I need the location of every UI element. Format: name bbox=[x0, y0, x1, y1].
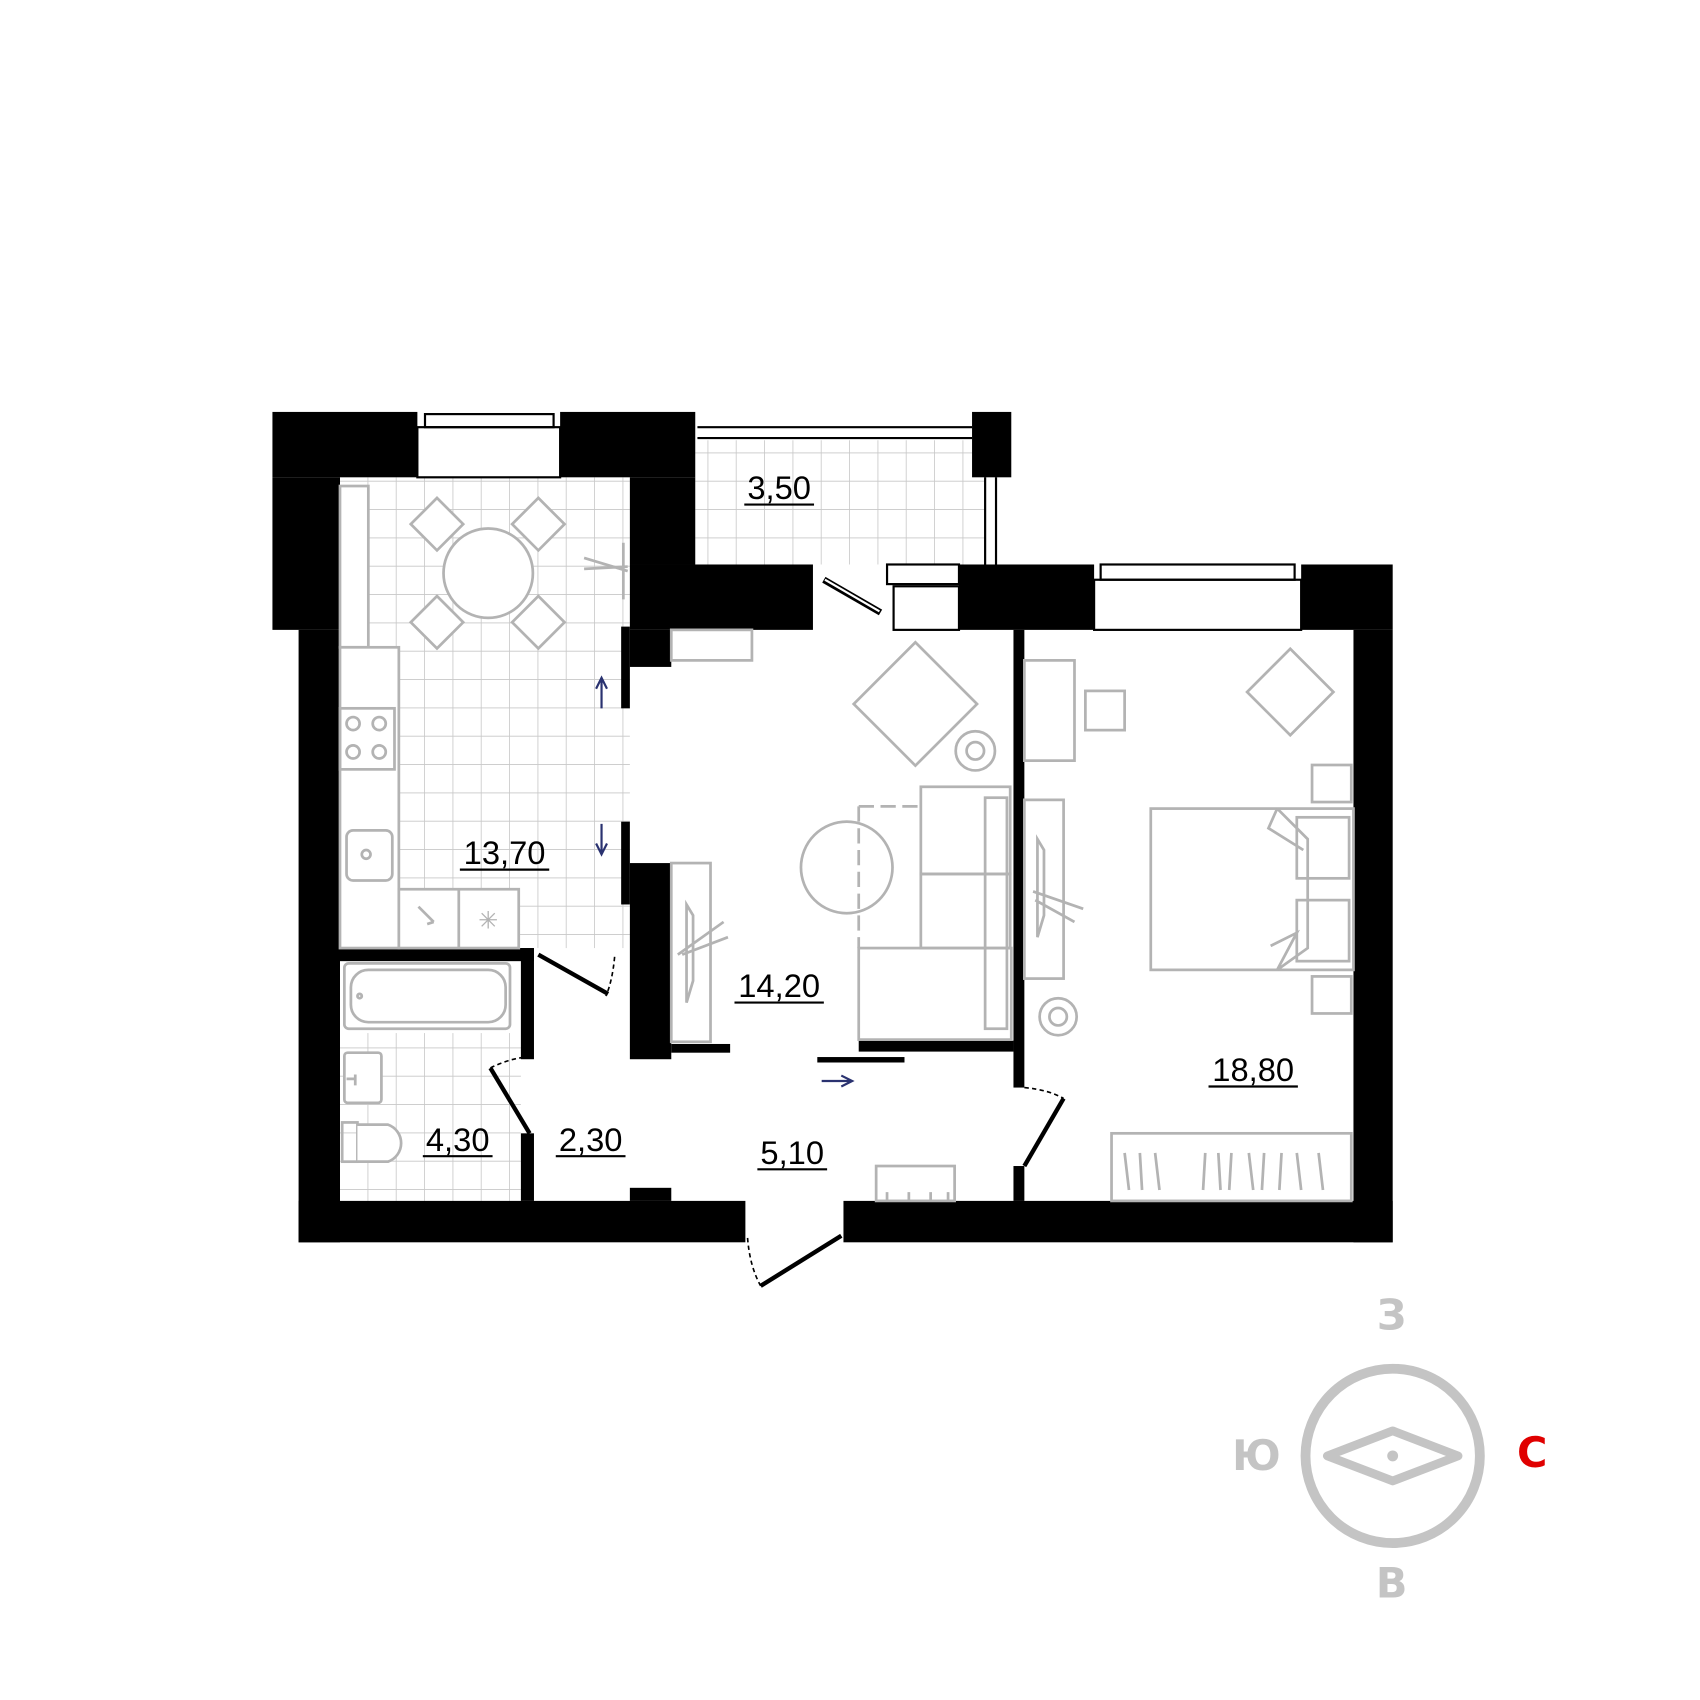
compass-ring bbox=[1300, 1363, 1485, 1548]
balcony-floor bbox=[695, 440, 986, 565]
arrows bbox=[595, 675, 855, 1088]
compass-needle-icon bbox=[1322, 1426, 1463, 1486]
room-area-bathroom: 4,30 bbox=[426, 1121, 490, 1158]
walls bbox=[272, 411, 1393, 1243]
compass-east: В bbox=[1376, 1560, 1408, 1608]
windows bbox=[416, 413, 1303, 631]
room-area-kitchen: 13,70 bbox=[464, 834, 546, 871]
furniture bbox=[338, 484, 1355, 1203]
compass-west: З bbox=[1377, 1291, 1406, 1339]
compass: З Ю С В bbox=[1232, 1291, 1547, 1607]
room-area-bedroom: 18,80 bbox=[1212, 1051, 1294, 1088]
compass-south: Ю bbox=[1232, 1432, 1281, 1480]
room-area-living-room: 14,20 bbox=[738, 967, 820, 1004]
doors bbox=[488, 576, 1066, 1288]
room-area-hallway: 5,10 bbox=[760, 1134, 824, 1171]
room-labels: 3,50 13,70 14,20 18,80 4,30 2,30 5,10 bbox=[422, 469, 1298, 1171]
room-area-balcony: 3,50 bbox=[747, 469, 811, 506]
room-area-corridor: 2,30 bbox=[559, 1121, 623, 1158]
compass-north: С bbox=[1517, 1429, 1547, 1477]
